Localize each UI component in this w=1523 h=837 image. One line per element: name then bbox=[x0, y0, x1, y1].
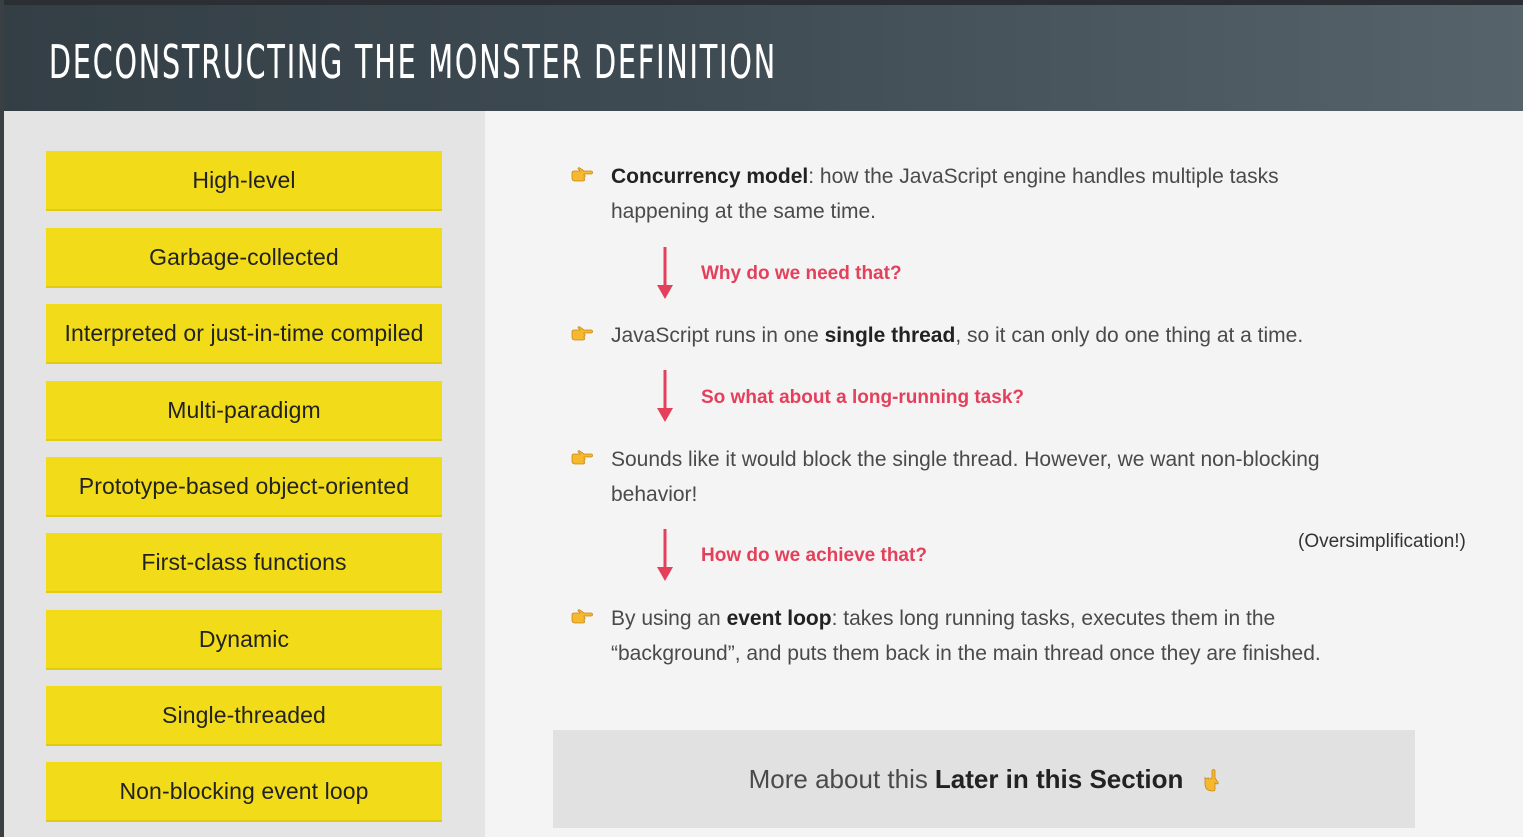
hand-pointing-right-icon bbox=[571, 326, 601, 348]
feature-non-blocking-event-loop: Non-blocking event loop bbox=[46, 762, 442, 822]
slide-title: DECONSTRUCTING THE MONSTER DEFINITION bbox=[49, 35, 777, 89]
bullet-text: , so it can only do one thing at a time. bbox=[955, 324, 1304, 347]
bullet-text: JavaScript runs in one bbox=[611, 324, 825, 347]
question-long-running-task: So what about a long-running task? bbox=[701, 387, 1024, 408]
feature-dynamic: Dynamic bbox=[46, 610, 442, 670]
hand-pointing-right-icon bbox=[571, 167, 601, 189]
hand-pointing-right-icon bbox=[571, 450, 601, 472]
bullet-single-thread: JavaScript runs in one single thread, so… bbox=[611, 318, 1371, 353]
window-top-edge bbox=[0, 0, 1523, 5]
arrow-down-icon bbox=[657, 370, 673, 422]
hand-pointing-right-icon bbox=[571, 609, 601, 631]
question-why-need: Why do we need that? bbox=[701, 263, 902, 284]
feature-interpreted-jit: Interpreted or just-in-time compiled bbox=[46, 304, 442, 364]
bullet-text: : how the JavaScript engine handles mult… bbox=[611, 165, 1279, 223]
term-single-thread: single thread bbox=[824, 324, 956, 347]
bullet-non-blocking: Sounds like it would block the single th… bbox=[611, 448, 1320, 506]
bullet-event-loop: By using an event loop: takes long runni… bbox=[611, 601, 1371, 671]
feature-high-level: High-level bbox=[46, 151, 442, 211]
bullet-concurrency-model: Concurrency model: how the JavaScript en… bbox=[611, 159, 1371, 229]
main-content: Concurrency model: how the JavaScript en… bbox=[485, 111, 1523, 837]
window-left-edge bbox=[0, 0, 4, 837]
oversimplification-note: (Oversimplification!) bbox=[1298, 531, 1466, 552]
feature-prototype-oop: Prototype-based object-oriented bbox=[46, 457, 442, 517]
feature-single-threaded: Single-threaded bbox=[46, 686, 442, 746]
arrow-down-icon bbox=[657, 529, 673, 581]
question-how-achieve: How do we achieve that? bbox=[701, 545, 927, 566]
feature-multi-paradigm: Multi-paradigm bbox=[46, 381, 442, 441]
arrow-down-icon bbox=[657, 247, 673, 299]
slide-header: DECONSTRUCTING THE MONSTER DEFINITION bbox=[4, 5, 1523, 111]
feature-first-class-functions: First-class functions bbox=[46, 533, 442, 593]
bullet-text: By using an bbox=[611, 607, 727, 630]
term-concurrency-model: Concurrency model bbox=[611, 165, 809, 188]
callout-emphasis: Later in this Section bbox=[934, 763, 1184, 794]
callout-prefix: More about this bbox=[748, 763, 928, 794]
hand-pointing-down-icon bbox=[1204, 769, 1220, 792]
bullet-text: : takes long running tasks, executes the… bbox=[611, 607, 1321, 665]
feature-garbage-collected: Garbage-collected bbox=[46, 228, 442, 288]
feature-sidebar: High-level Garbage-collected Interpreted… bbox=[4, 111, 485, 837]
term-event-loop: event loop bbox=[726, 607, 832, 630]
